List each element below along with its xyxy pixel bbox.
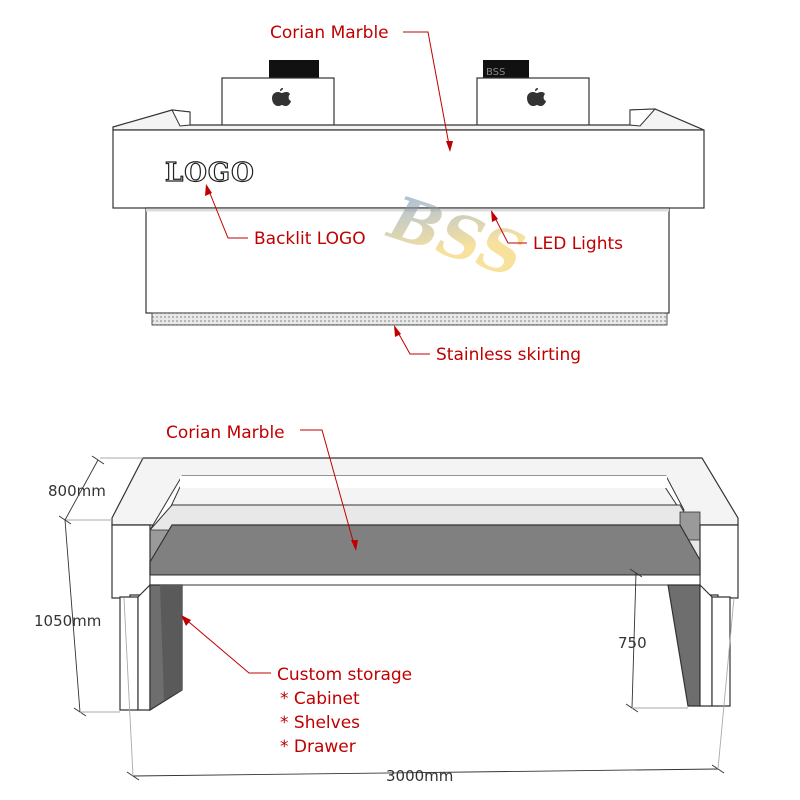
upper-corian-band xyxy=(112,129,705,209)
arrowhead xyxy=(181,615,191,626)
left-upper-panel xyxy=(111,524,151,599)
storage-item-cabinet: * Cabinet xyxy=(280,689,360,709)
callout-label: Custom storage xyxy=(277,665,412,685)
callout-label: Corian Marble xyxy=(166,423,285,443)
left-return xyxy=(171,109,191,127)
right-leg-front xyxy=(711,596,731,707)
leader-line xyxy=(182,616,271,674)
inner-height-dim-line xyxy=(631,572,637,709)
monitor-right: BSS xyxy=(476,60,590,127)
apple-logo-icon xyxy=(272,88,291,106)
arrowhead xyxy=(205,184,212,196)
work-shelf xyxy=(149,524,701,576)
callout-led-lights: LED Lights xyxy=(491,210,623,254)
depth-dim-line xyxy=(64,459,99,521)
leader-line xyxy=(491,211,527,244)
callout-label: Stainless skirting xyxy=(436,345,581,365)
monitor-left xyxy=(221,60,335,127)
callout-backlit-logo: Backlit LOGO xyxy=(205,184,366,249)
left-leg-side xyxy=(137,583,151,711)
arrowhead xyxy=(351,540,358,551)
dimension-lines xyxy=(58,455,735,781)
leader-line xyxy=(394,326,430,355)
callout-corian-marble-top: Corian Marble xyxy=(270,23,453,152)
width-dimension: 3000mm xyxy=(386,767,453,785)
leader-line xyxy=(206,185,248,239)
right-leg-side xyxy=(699,583,713,707)
storage-item-shelves: * Shelves xyxy=(280,713,360,733)
arrowhead xyxy=(491,210,498,222)
leader-line xyxy=(403,31,451,151)
height-dim-line xyxy=(64,519,81,713)
stainless-skirting xyxy=(151,312,668,326)
lower-desk-body xyxy=(145,207,670,314)
right-return xyxy=(629,108,657,127)
arrowhead xyxy=(394,325,401,337)
counter-top-surface xyxy=(112,108,705,131)
callout-label: Backlit LOGO xyxy=(254,229,366,249)
arrowhead xyxy=(446,141,453,152)
shelf-edge xyxy=(149,574,701,586)
right-cabinet-interior xyxy=(667,584,701,707)
width-dim-line xyxy=(132,768,719,777)
callout-stainless-skirting: Stainless skirting xyxy=(394,325,581,365)
monitor-tag: BSS xyxy=(486,67,505,78)
callout-corian-marble-bottom: Corian Marble xyxy=(166,423,358,551)
bottom-desk-view: 800mm 1050mm 750 3000mm Corian Marble Cu… xyxy=(34,423,739,785)
height-dimension: 1050mm xyxy=(34,612,101,630)
logo-text: LOGO xyxy=(165,158,255,188)
callout-label: LED Lights xyxy=(533,234,623,254)
right-upper-panel xyxy=(699,524,739,599)
storage-item-drawer: * Drawer xyxy=(280,737,356,757)
monitor-right-back xyxy=(483,60,529,78)
monitor-left-back xyxy=(269,60,319,78)
leader-line xyxy=(300,429,356,549)
callout-custom-storage: Custom storage * Cabinet * Shelves * Dra… xyxy=(181,615,412,757)
inner-height-dimension: 750 xyxy=(618,634,647,652)
depth-dimension: 800mm xyxy=(48,482,106,500)
top-desk-view: BSS LOGO BSS Corian Marble Backlit LOGO xyxy=(112,23,705,365)
callout-label: Corian Marble xyxy=(270,23,389,43)
apple-logo-icon xyxy=(527,88,546,106)
